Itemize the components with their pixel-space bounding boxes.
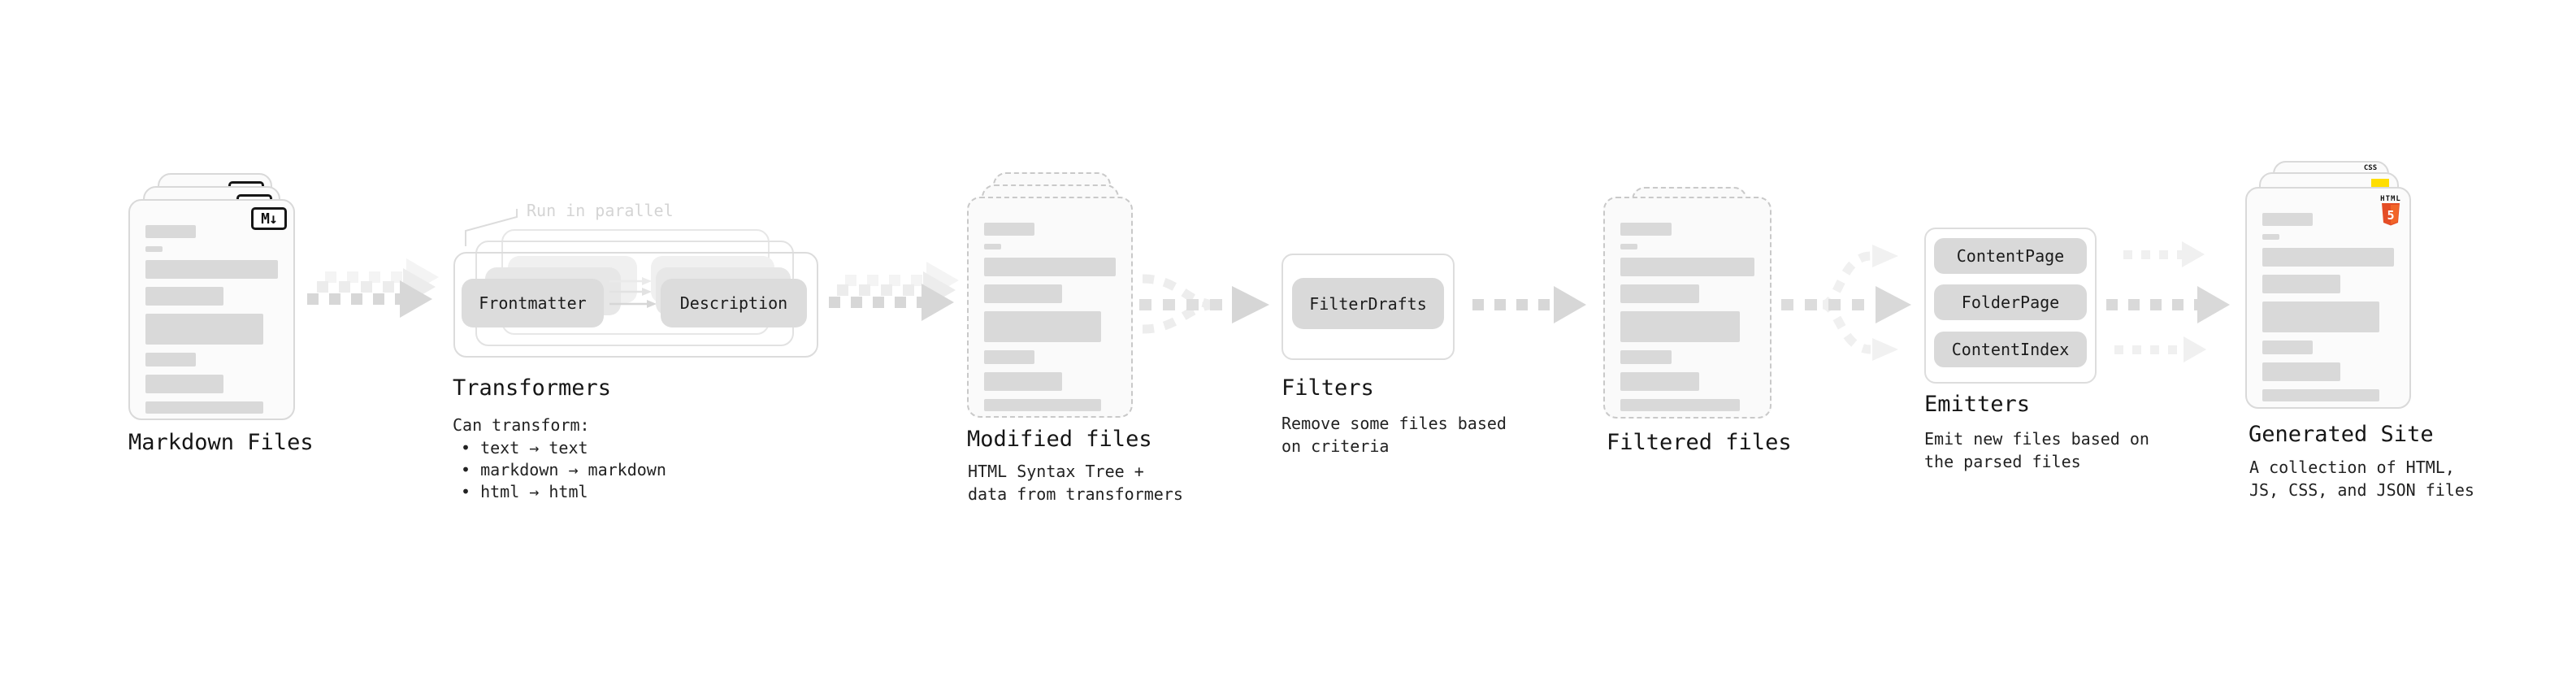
transform-arrows-icon [609, 277, 657, 308]
content-bar [145, 260, 278, 279]
modified-file-card-front [967, 197, 1133, 418]
filterdrafts-box: FilterDrafts [1292, 278, 1444, 329]
content-bar [2262, 234, 2280, 240]
css-badge-label: CSS [2363, 164, 2378, 172]
content-bar [1620, 399, 1740, 411]
content-bar [145, 287, 224, 306]
content-bar [145, 246, 163, 252]
emitter-box-contentpage: ContentPage [1934, 238, 2087, 274]
content-bar [145, 314, 264, 345]
filters-desc: Remove some files based on criteria [1281, 414, 1507, 456]
content-bar [2262, 362, 2340, 381]
transformers-panel-front [453, 252, 818, 358]
leader-line [465, 209, 518, 246]
content-bar [984, 223, 1034, 236]
filtered-file-card-front [1603, 197, 1772, 419]
content-bar [145, 375, 224, 393]
emitter-box-contentindex: ContentIndex [1934, 332, 2087, 367]
generated-site-desc: A collection of HTML, JS, CSS, and JSON … [2249, 458, 2474, 500]
html5-logo-label: HTML [2380, 195, 2401, 203]
content-bar [2262, 340, 2313, 354]
markdown-files-label: Markdown Files [128, 430, 314, 455]
transformers-label: Transformers [453, 375, 612, 401]
content-bar [984, 258, 1116, 276]
content-bar [1620, 311, 1740, 342]
markdown-icon: M↓ [251, 207, 287, 230]
content-bar [145, 353, 196, 367]
content-bar [1620, 244, 1638, 249]
emitters-label: Emitters [1924, 392, 2031, 417]
svg-text:5: 5 [2387, 208, 2394, 223]
run-in-parallel-note: Run in parallel [527, 201, 674, 220]
frontmatter-box: Frontmatter [462, 279, 604, 327]
content-bar [984, 350, 1034, 364]
flow-arrow-emitter-middle [2106, 286, 2230, 323]
description-box: Description [661, 279, 807, 327]
content-bar [1620, 372, 1700, 391]
flow-arrow-emitter-bottom [2114, 336, 2206, 362]
modified-files-desc: HTML Syntax Tree + data from transformer… [968, 462, 1183, 504]
content-bar [2262, 248, 2394, 267]
content-bar [2262, 301, 2380, 332]
content-bar [984, 372, 1062, 391]
html5-logo: HTML 5 [2380, 195, 2401, 229]
filtered-files-label: Filtered files [1607, 430, 1792, 455]
flow-arrow-emitter-top [2123, 241, 2205, 267]
emitter-box-folderpage: FolderPage [1934, 284, 2087, 320]
content-bar [2262, 275, 2340, 293]
content-bar [2262, 389, 2380, 401]
flow-arrow-filters-to-filtered [1472, 286, 1586, 323]
content-bar [145, 401, 264, 414]
content-bar [984, 311, 1102, 342]
content-bar [1620, 350, 1672, 364]
content-bars [984, 223, 1116, 411]
transformers-bullet: • markdown → markdown [461, 460, 666, 479]
content-bar [1620, 284, 1700, 303]
content-bars [145, 225, 278, 414]
modified-files-label: Modified files [967, 427, 1152, 452]
transformers-desc-title: Can transform: [453, 415, 590, 435]
content-bars [1620, 223, 1754, 411]
html5-shield-icon: 5 [2382, 203, 2400, 226]
content-bar [984, 284, 1062, 303]
site-file-card-html: HTML 5 [2245, 187, 2411, 409]
markdown-file-card-front: M↓ [128, 199, 295, 420]
emitters-desc: Emit new files based on the parsed files [1924, 429, 2149, 471]
flow-arrow-split [1781, 245, 1911, 361]
content-bar [984, 399, 1102, 411]
content-bar [145, 225, 196, 238]
content-bars [2262, 213, 2394, 401]
flow-arrow-markdown-to-transformers [307, 280, 432, 318]
generated-site-label: Generated Site [2249, 422, 2434, 447]
transformers-bullet: • text → text [461, 438, 588, 458]
content-bar [1620, 258, 1754, 276]
content-bar [2262, 213, 2313, 226]
flow-arrow-merge [1139, 274, 1269, 334]
flow-arrow-transformers-to-modified [829, 284, 954, 321]
content-bar [984, 244, 1002, 249]
filters-label: Filters [1281, 375, 1374, 401]
content-bar [1620, 223, 1672, 236]
transformers-bullet: • html → html [461, 482, 588, 501]
